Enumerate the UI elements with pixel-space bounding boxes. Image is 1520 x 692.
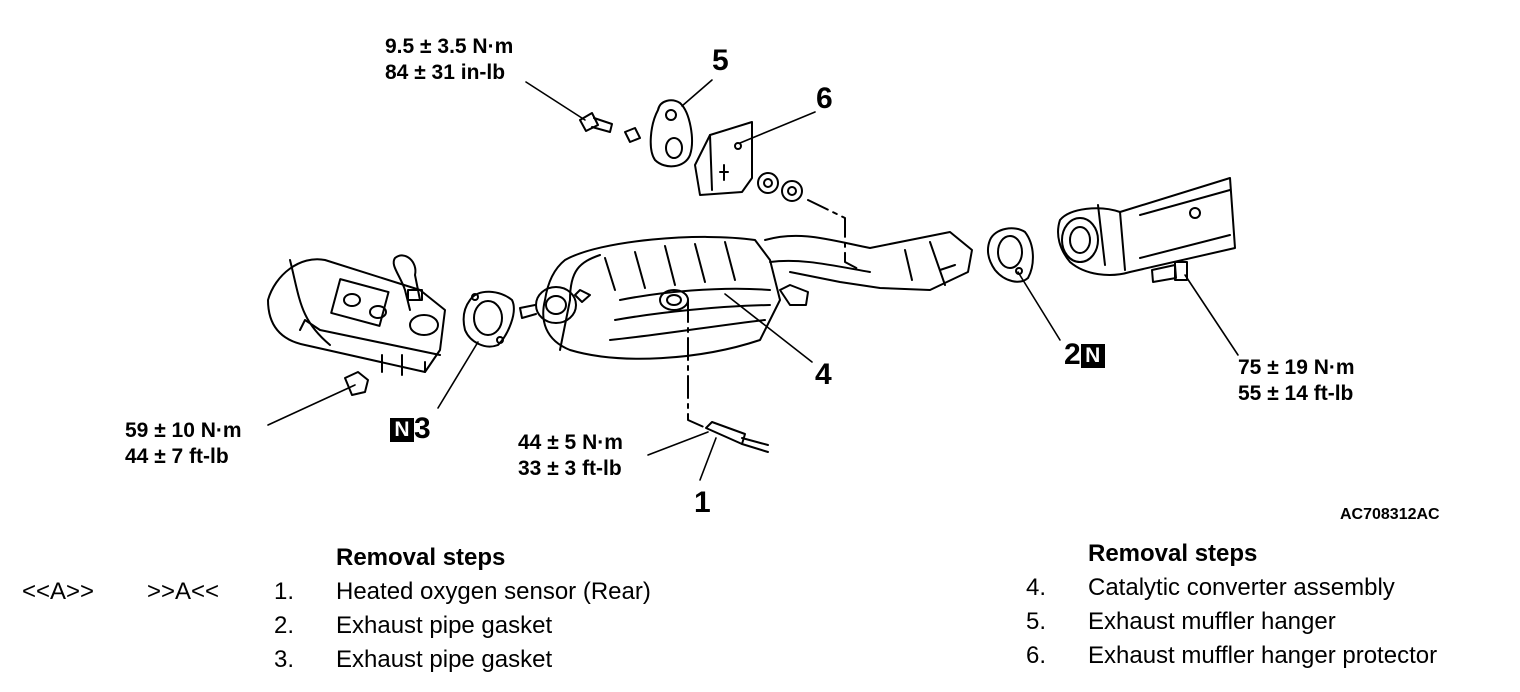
flange-bolt	[1151, 261, 1188, 283]
torque-nm: 9.5 ± 3.5 N·m	[385, 35, 514, 58]
list-item: <<A>> >>A<< 1. Heated oxygen sensor (Rea…	[0, 575, 760, 609]
leader-lines	[267, 79, 1239, 481]
figure-code: AC708312AC	[1340, 506, 1440, 523]
o2-sensor-torque: 44 ± 5 N·m 33 ± 3 ft-lb	[518, 430, 623, 482]
install-mark: <<A>>	[22, 578, 95, 605]
step-label: Heated oxygen sensor (Rear)	[336, 578, 651, 605]
step-number: 4.	[1026, 574, 1047, 601]
new-part-badge: N	[1080, 344, 1105, 369]
step-label: Exhaust pipe gasket	[336, 646, 553, 673]
torque-nm: 44 ± 5 N·m	[518, 431, 623, 454]
removal-steps-heading: Removal steps	[1088, 540, 1258, 567]
outlet-pipe	[764, 231, 973, 291]
gasket-3	[462, 290, 515, 348]
new-part-badge: N	[390, 418, 414, 443]
callout-2-number: 2	[1064, 338, 1081, 371]
list-item: 6. Exhaust muffler hanger protector	[1000, 639, 1515, 673]
list-item: 4. Catalytic converter assembly	[1000, 571, 1515, 605]
step-number: 6.	[1026, 642, 1047, 669]
callout-5: 5	[712, 44, 729, 77]
hanger-bolt-torque: 9.5 ± 3.5 N·m 84 ± 31 in-lb	[385, 34, 513, 86]
rear-o2-sensor	[705, 421, 769, 453]
removal-mark: >>A<<	[147, 578, 220, 605]
manifold-nut-torque: 59 ± 10 N·m 44 ± 7 ft-lb	[125, 418, 242, 470]
exhaust-diagram	[267, 79, 1239, 481]
step-label: Exhaust pipe gasket	[336, 612, 553, 639]
list-item: 5. Exhaust muffler hanger	[1000, 605, 1515, 639]
list-item: 2. Exhaust pipe gasket	[0, 609, 760, 643]
step-label: Exhaust muffler hanger protector	[1088, 642, 1438, 669]
muffler-hanger	[624, 99, 693, 168]
exhaust-manifold	[267, 254, 446, 376]
step-label: Exhaust muffler hanger	[1088, 608, 1336, 635]
torque-imperial: 44 ± 7 ft-lb	[125, 445, 229, 468]
hanger-bolt	[579, 112, 613, 133]
step-number: 5.	[1026, 608, 1047, 635]
step-number: 1.	[274, 578, 295, 605]
removal-steps-left: Removal steps <<A>> >>A<< 1. Heated oxyg…	[0, 541, 760, 677]
torque-imperial: 84 ± 31 in-lb	[385, 61, 506, 84]
washers	[757, 172, 803, 202]
callout-6: 6	[816, 82, 833, 115]
catalytic-converter	[519, 235, 809, 360]
flange-bolt-torque: 75 ± 19 N·m 55 ± 14 ft-lb	[1238, 355, 1355, 407]
step-number: 3.	[274, 646, 295, 673]
callout-3-number: 3	[414, 412, 431, 445]
torque-imperial: 55 ± 14 ft-lb	[1238, 382, 1354, 405]
callout-4: 4	[815, 358, 832, 391]
hanger-protector	[694, 121, 753, 196]
rear-exhaust-pipe	[1057, 177, 1236, 276]
assembly-line	[807, 199, 861, 271]
manifold-nut	[344, 371, 369, 396]
step-number: 2.	[274, 612, 295, 639]
callout-1: 1	[694, 486, 711, 519]
torque-imperial: 33 ± 3 ft-lb	[518, 457, 622, 480]
torque-nm: 59 ± 10 N·m	[125, 419, 242, 442]
assembly-line	[687, 299, 707, 429]
step-label: Catalytic converter assembly	[1088, 574, 1395, 601]
torque-nm: 75 ± 19 N·m	[1238, 356, 1355, 379]
gasket-2	[986, 227, 1034, 283]
removal-steps-heading: Removal steps	[336, 544, 506, 571]
removal-steps-right: Removal steps 4. Catalytic converter ass…	[1000, 537, 1515, 673]
list-item: 3. Exhaust pipe gasket	[0, 643, 760, 677]
